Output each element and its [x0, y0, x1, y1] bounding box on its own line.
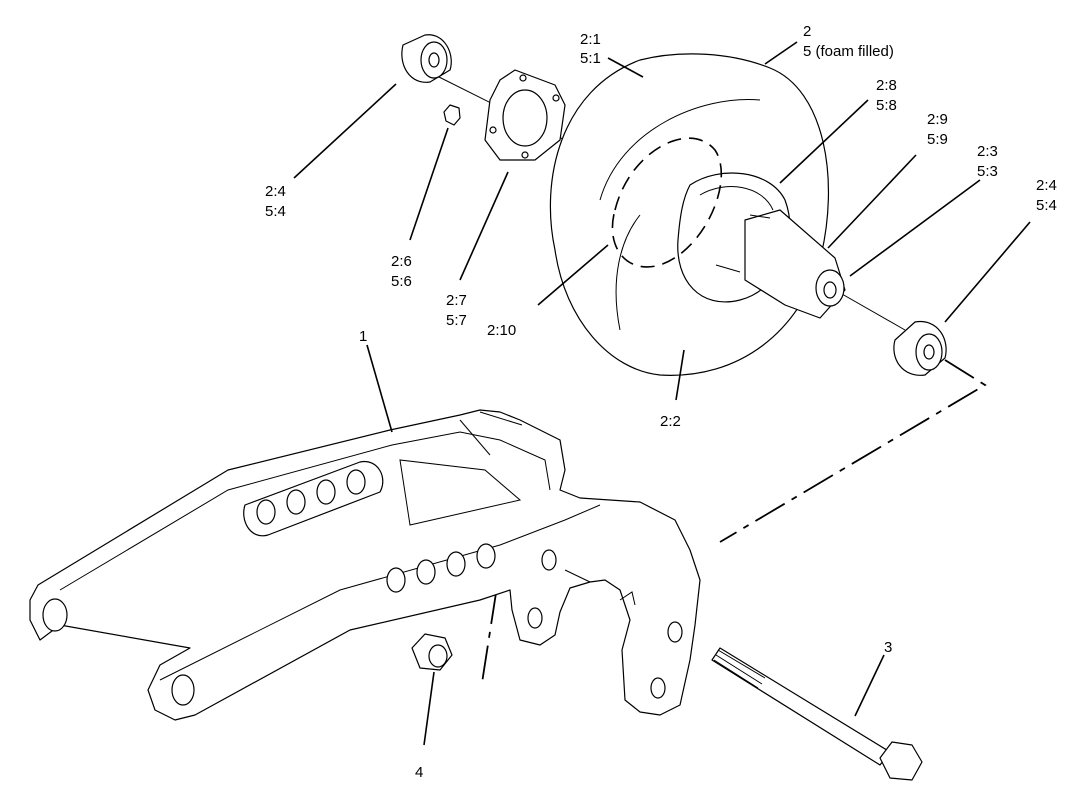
bearing-right: [893, 320, 947, 376]
callout-5-9: 5:9: [927, 131, 948, 148]
callout-2-7: 2:7: [446, 292, 467, 309]
caster-fork: [29, 409, 701, 721]
callout-5-3: 5:3: [977, 163, 998, 180]
axle-offset-line: [719, 359, 987, 543]
small-nut: [443, 104, 461, 126]
leader-2-8: [779, 99, 869, 184]
leader-2-6: [409, 127, 449, 241]
wheel: [549, 53, 846, 376]
callout-2-10: 2:10: [487, 322, 516, 339]
leader-2-9: [827, 154, 917, 249]
bolt: [711, 647, 923, 781]
callout-2-4-right: 2:4: [1036, 177, 1057, 194]
leader-2-7: [459, 171, 509, 281]
callout-2-2: 2:2: [660, 413, 681, 430]
leader-2-2: [675, 349, 685, 401]
callout-2-9: 2:9: [927, 111, 948, 128]
callout-5-8: 5:8: [876, 97, 897, 114]
leader-1: [366, 344, 393, 433]
callout-5-1: 5:1: [580, 50, 601, 67]
leader-2-4-left: [293, 83, 397, 179]
callout-5-7: 5:7: [446, 312, 467, 329]
leader-3: [854, 654, 885, 717]
callout-3: 3: [884, 639, 892, 656]
callout-2-8: 2:8: [876, 77, 897, 94]
callout-2-4-left: 2:4: [265, 183, 286, 200]
callout-5-4-left: 5:4: [265, 203, 286, 220]
leader-2-3: [849, 179, 981, 277]
hidden-bearing-outline: [611, 137, 723, 268]
callout-2-1: 2:1: [580, 31, 601, 48]
callout-2: 2: [803, 23, 811, 40]
bearing-left: [401, 34, 452, 83]
callout-1: 1: [359, 328, 367, 345]
callout-2-6: 2:6: [391, 253, 412, 270]
callout-5-foam-filled: 5 (foam filled): [803, 43, 894, 60]
axle-centerline-right: [834, 289, 906, 331]
mounting-plate: [484, 69, 566, 161]
leader-2-10: [537, 244, 609, 306]
leader-2: [764, 41, 798, 65]
callout-5-6: 5:6: [391, 273, 412, 290]
leader-2-1: [607, 57, 644, 78]
callout-4: 4: [415, 764, 423, 781]
callout-2-3: 2:3: [977, 143, 998, 160]
leader-4: [423, 671, 435, 746]
callout-5-4-right: 5:4: [1036, 197, 1057, 214]
hex-nut: [411, 633, 453, 671]
leader-2-4-right: [944, 221, 1031, 323]
